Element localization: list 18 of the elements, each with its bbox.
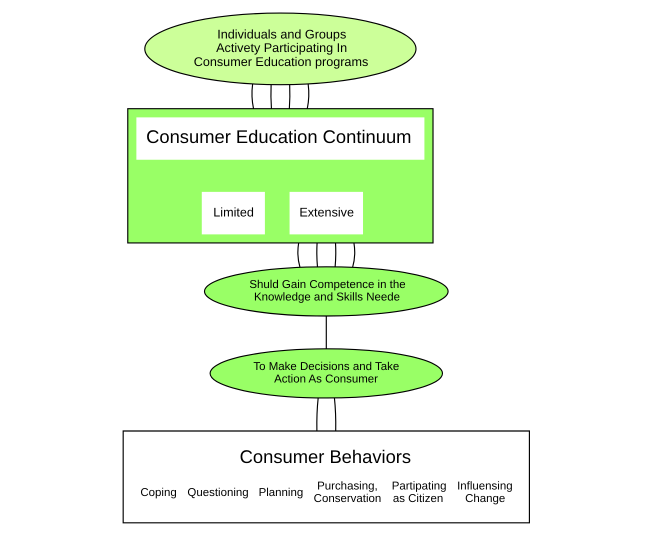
connector xyxy=(251,84,254,109)
cluster xyxy=(127,108,434,244)
connector xyxy=(352,242,356,268)
connector xyxy=(288,84,290,109)
node-box: Consumer Education Continuum xyxy=(136,117,424,160)
connector xyxy=(316,398,319,431)
node-box: Extensive xyxy=(290,192,364,234)
connector xyxy=(334,398,336,431)
node-ellipse: To Make Decisions and Take Action As Consumer xyxy=(210,348,444,399)
connector xyxy=(326,316,327,349)
connector xyxy=(270,84,272,109)
connector xyxy=(316,242,318,267)
connector xyxy=(334,242,336,267)
connector xyxy=(297,242,301,268)
node-ellipse: Individuals and Groups Activety Participating In Consumer Education programs xyxy=(144,12,417,86)
node-box: Limited xyxy=(202,192,265,234)
connector xyxy=(306,84,310,109)
node-ellipse: Shuld Gain Competence in the Knowledge and Skills Neede xyxy=(204,266,449,317)
